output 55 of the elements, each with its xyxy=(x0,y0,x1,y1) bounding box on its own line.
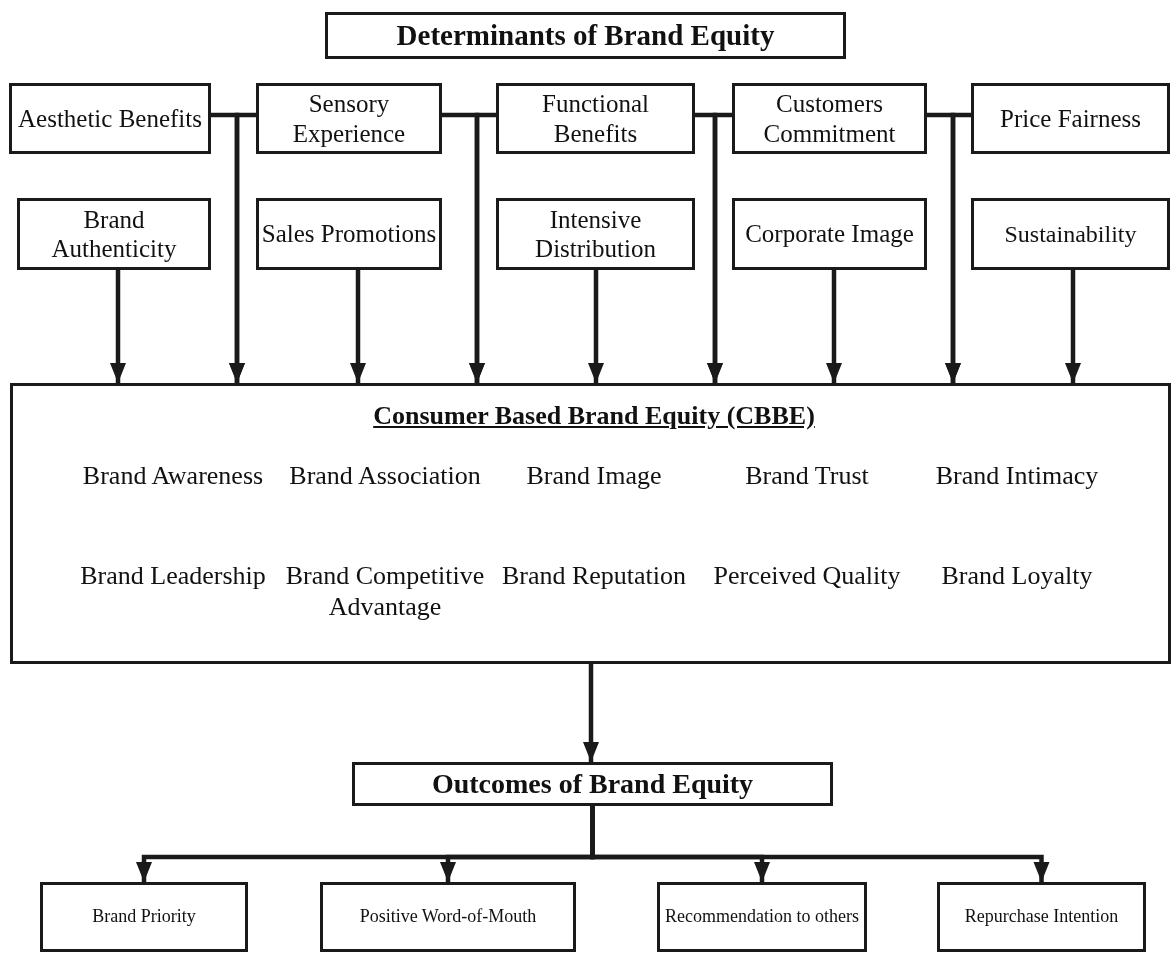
box-label: Brand Priority xyxy=(92,906,196,928)
box-label: Functional Benefits xyxy=(541,89,650,148)
factor-box xyxy=(256,83,442,154)
construct-label: Brand Loyalty xyxy=(940,560,1094,592)
box-label: Repurchase Intention xyxy=(964,906,1119,928)
factor-box xyxy=(496,83,695,154)
factor-box xyxy=(17,198,211,270)
box-label: Sustainability xyxy=(1004,219,1137,249)
arrow xyxy=(588,270,604,383)
box-label: Intensive Distribution xyxy=(534,204,657,264)
factor-box xyxy=(40,882,248,952)
arrow xyxy=(469,112,496,383)
factor-box xyxy=(9,83,211,154)
factor-box xyxy=(496,198,695,270)
factor-box xyxy=(657,882,867,952)
arrow xyxy=(1065,270,1081,383)
box-label: Aesthetic Benefits xyxy=(18,103,202,134)
construct-label: Brand Awareness xyxy=(81,460,265,492)
construct-label: Brand Competitive Advantage xyxy=(285,560,485,623)
factor-box xyxy=(732,198,927,270)
arrow xyxy=(110,270,126,383)
factor-box xyxy=(732,83,927,154)
box-label: Recommendation to others xyxy=(665,906,859,928)
arrow xyxy=(707,112,732,383)
arrow xyxy=(945,112,971,383)
panel-heading: Consumer Based Brand Equity (CBBE) xyxy=(372,400,816,432)
factor-box xyxy=(971,83,1170,154)
factor-box xyxy=(256,198,442,270)
factor-box xyxy=(937,882,1146,952)
construct-label: Brand Association xyxy=(288,460,482,492)
box-label: Brand Authenticity xyxy=(50,204,178,264)
heading: Outcomes of Brand Equity xyxy=(431,767,754,801)
box-label: Corporate Image xyxy=(745,219,914,249)
factor-box xyxy=(320,882,576,952)
heading-box xyxy=(325,12,846,59)
arrow xyxy=(583,664,599,762)
factor-box xyxy=(971,198,1170,270)
arrow xyxy=(229,112,256,383)
construct-label: Perceived Quality xyxy=(712,560,902,592)
construct-label: Brand Image xyxy=(525,460,663,492)
arrow xyxy=(590,806,1050,882)
arrow xyxy=(350,270,366,383)
box-label: Price Fairness xyxy=(1000,103,1141,134)
heading-box xyxy=(352,762,833,806)
heading: Determinants of Brand Equity xyxy=(396,18,775,53)
arrow xyxy=(826,270,842,383)
construct-label: Brand Intimacy xyxy=(934,460,1100,492)
box-label: Positive Word-of-Mouth xyxy=(359,906,537,928)
panel-box xyxy=(10,383,1171,664)
box-label: Customers Commitment xyxy=(762,89,897,148)
construct-label: Brand Trust xyxy=(744,460,870,492)
box-label: Sales Promotions xyxy=(261,219,437,249)
construct-label: Brand Reputation xyxy=(500,560,688,592)
construct-label: Brand Leadership xyxy=(79,560,267,592)
box-label: Sensory Experience xyxy=(291,89,407,148)
